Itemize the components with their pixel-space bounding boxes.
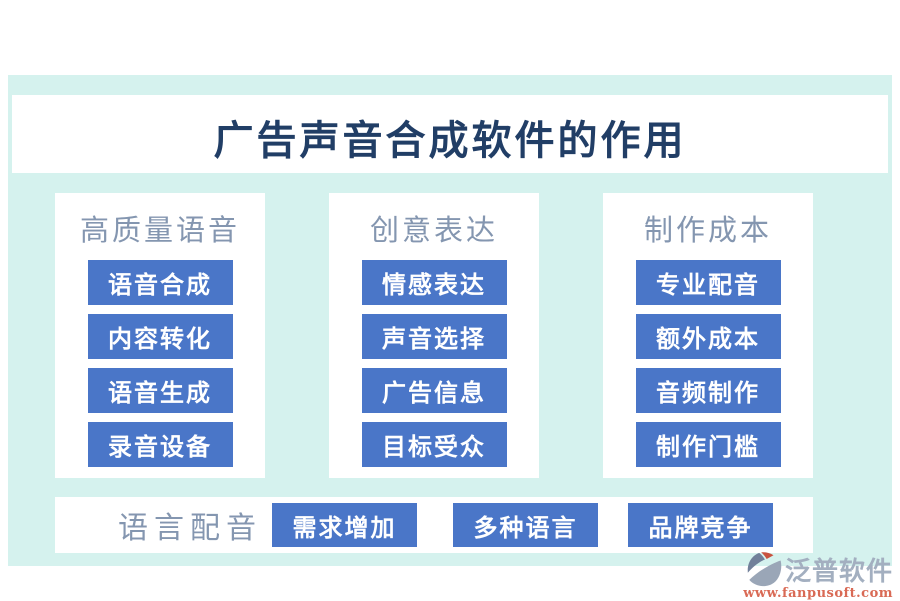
item-recording-equipment: 录音设备 [87,422,233,467]
item-voice-generation: 语音生成 [87,368,233,413]
item-professional-dubbing: 专业配音 [635,260,781,305]
panel-high-quality-voice: 高质量语音 语音合成 内容转化 语音生成 录音设备 [55,193,265,478]
page-title: 广告声音合成软件的作用 [213,117,687,164]
bottom-band: 语言配音 需求增加 多种语言 品牌竞争 [55,497,813,553]
panel-creative-expression: 创意表达 情感表达 声音选择 广告信息 目标受众 [329,193,539,478]
fanpu-logo: 泛普软件 www.fanpusoft.com [743,550,893,601]
panel-production-cost: 制作成本 专业配音 额外成本 音频制作 制作门槛 [603,193,813,478]
item-brand-competition: 品牌竞争 [628,503,773,547]
logo-row: 泛普软件 [745,550,893,588]
columns-row: 高质量语音 语音合成 内容转化 语音生成 录音设备 创意表达 情感表达 声音选择… [55,193,813,478]
fanpu-swoosh-icon [745,550,783,588]
panel-header-creative-expression: 创意表达 [369,213,498,247]
item-target-audience: 目标受众 [361,422,507,467]
item-production-threshold: 制作门槛 [635,422,781,467]
bottom-header-language-dubbing: 语言配音 [118,511,262,546]
logo-name: 泛普软件 [784,556,893,587]
panel-header-production-cost: 制作成本 [643,213,772,247]
title-bar: 广告声音合成软件的作用 [12,95,888,173]
content-band: 广告声音合成软件的作用 高质量语音 语音合成 内容转化 语音生成 录音设备 创意… [8,75,892,566]
item-voice-selection: 声音选择 [361,314,507,359]
panel-header-high-quality-voice: 高质量语音 [79,213,240,247]
item-audio-production: 音频制作 [635,368,781,413]
item-voice-synthesis: 语音合成 [87,260,233,305]
item-content-conversion: 内容转化 [87,314,233,359]
logo-url: www.fanpusoft.com [743,586,893,601]
item-multiple-languages: 多种语言 [453,503,598,547]
item-demand-increase: 需求增加 [272,503,417,547]
item-ad-information: 广告信息 [361,368,507,413]
item-emotional-expression: 情感表达 [361,260,507,305]
item-extra-cost: 额外成本 [635,314,781,359]
